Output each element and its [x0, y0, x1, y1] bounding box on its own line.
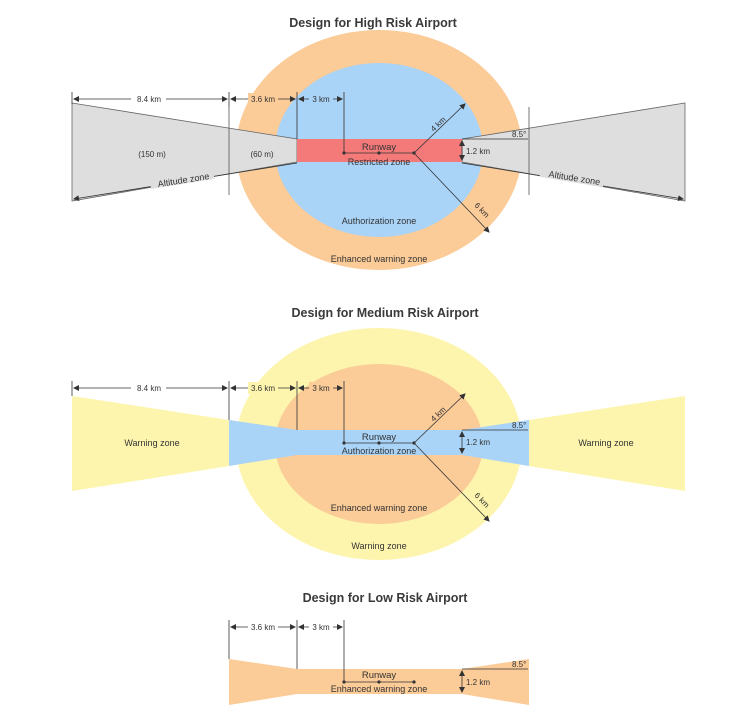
- medium-risk-title: Design for Medium Risk Airport: [291, 306, 479, 320]
- medium-enhanced-warning-zone-label: Enhanced warning zone: [331, 503, 428, 513]
- medium-runway-label: Runway: [362, 432, 397, 443]
- high-dim-3km: 3 km: [312, 95, 330, 104]
- high-altitude-60m: (60 m): [250, 150, 273, 159]
- high-dim-8-4km: 8.4 km: [137, 95, 161, 104]
- high-dim-3-6km: 3.6 km: [251, 95, 275, 104]
- high-restricted-zone-label: Restricted zone: [348, 157, 411, 167]
- restricted-zone-shape: [297, 139, 462, 162]
- warning-zone-right-shape: [529, 396, 685, 491]
- low-width-1-2km: 1.2 km: [466, 678, 490, 687]
- low-runway-label: Runway: [362, 670, 397, 681]
- low-risk-title: Design for Low Risk Airport: [303, 591, 469, 605]
- medium-width-1-2km: 1.2 km: [466, 438, 490, 447]
- high-altitude-150m: (150 m): [138, 150, 166, 159]
- low-dim-3-6km: 3.6 km: [251, 623, 275, 632]
- low-enhanced-warning-zone-label: Enhanced warning zone: [331, 684, 428, 694]
- high-enhanced-warning-zone-label: Enhanced warning zone: [331, 254, 428, 264]
- high-risk-title: Design for High Risk Airport: [289, 16, 457, 30]
- low-angle-8-5: 8.5°: [512, 660, 526, 669]
- medium-warning-zone-label: Warning zone: [351, 541, 406, 551]
- medium-dim-3km: 3 km: [312, 384, 330, 393]
- low-risk-diagram: Design for Low Risk Airport 3.6 km 3 km …: [228, 591, 529, 705]
- high-width-1-2km: 1.2 km: [466, 147, 490, 156]
- medium-warning-zone-right-label: Warning zone: [578, 438, 633, 448]
- high-runway-label: Runway: [362, 142, 397, 153]
- medium-dim-3-6km: 3.6 km: [251, 384, 275, 393]
- medium-warning-zone-left-label: Warning zone: [124, 438, 179, 448]
- medium-risk-diagram: Design for Medium Risk Airport 8.4 km 3.…: [71, 306, 685, 560]
- high-angle-8-5: 8.5°: [512, 130, 526, 139]
- warning-zone-left-shape: [72, 396, 229, 491]
- high-authorization-zone-label: Authorization zone: [342, 216, 417, 226]
- low-dim-3km: 3 km: [312, 623, 330, 632]
- medium-dim-8-4km: 8.4 km: [137, 384, 161, 393]
- medium-authorization-zone-label: Authorization zone: [342, 446, 417, 456]
- medium-angle-8-5: 8.5°: [512, 421, 526, 430]
- high-risk-diagram: Design for High Risk Airport 8.4 km 3.6 …: [71, 16, 686, 270]
